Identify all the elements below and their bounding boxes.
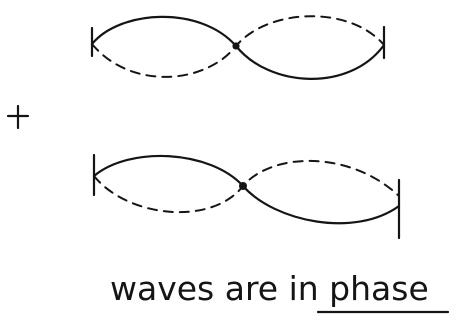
caption: waves are in phase — [110, 269, 429, 308]
standing-wave-bottom — [92, 153, 401, 240]
caption-prefix: waves are — [110, 269, 289, 308]
caption-emphasis: in phase — [289, 269, 429, 308]
wave-bottom-node-dot — [239, 182, 247, 190]
wave-bottom-solid-curve — [92, 154, 401, 225]
plus-sign — [6, 104, 30, 130]
standing-wave-top — [90, 15, 386, 80]
wave-top-node-dot — [232, 42, 240, 50]
